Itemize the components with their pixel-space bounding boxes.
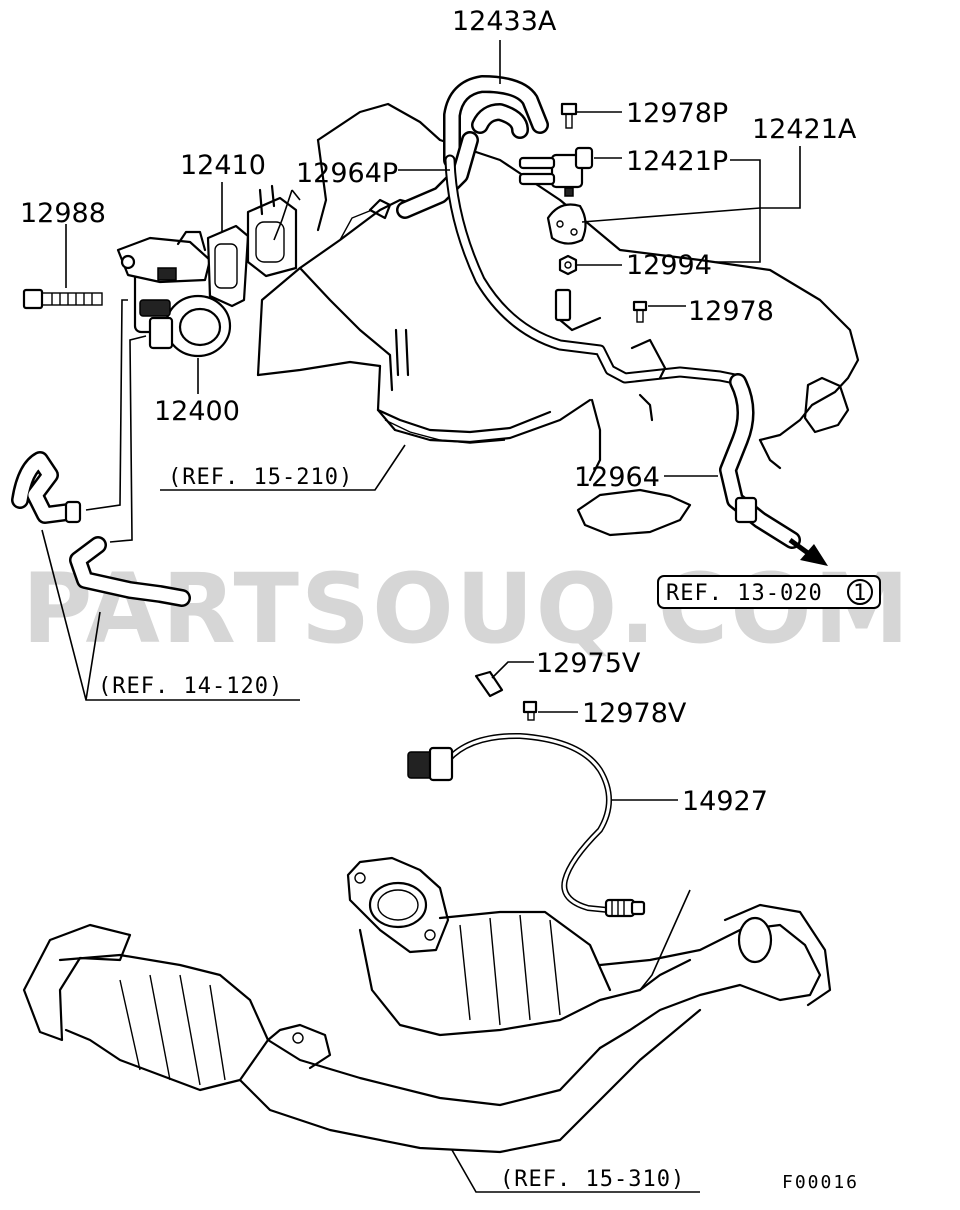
part-label-12975V[interactable]: 12975V	[536, 648, 641, 679]
bolt-12978[interactable]	[632, 300, 648, 323]
hose-12964P[interactable]	[396, 131, 479, 219]
part-label-12421A[interactable]: 12421A	[752, 114, 857, 145]
solenoid-valve-12421P[interactable]	[518, 146, 594, 197]
intake-manifold-outline	[256, 102, 860, 537]
part-label-12988[interactable]: 12988	[20, 198, 106, 229]
clip-12975V[interactable]	[474, 670, 504, 698]
bolt-12978P[interactable]	[560, 102, 578, 129]
bolt-12978V[interactable]	[522, 700, 538, 721]
bracket-12421[interactable]	[546, 203, 587, 245]
throttle-body-assembly[interactable]	[116, 230, 232, 358]
vacuum-nipple	[368, 198, 410, 377]
arrow-to-ref-13-020	[788, 537, 828, 566]
vacuum-line-clip	[554, 288, 667, 422]
hose-12433A[interactable]	[443, 75, 549, 169]
part-label-14927[interactable]: 14927	[682, 786, 768, 817]
hose-12964[interactable]	[719, 373, 801, 549]
ref-box-13-020[interactable]: REF. 13-020 1	[657, 575, 881, 609]
part-label-12964P[interactable]: 12964P	[296, 158, 398, 189]
bolt-12988[interactable]	[22, 288, 103, 310]
part-label-12410[interactable]: 12410	[180, 150, 266, 181]
ref-label-14-120[interactable]: (REF. 14-120)	[98, 674, 283, 699]
part-label-12978P[interactable]: 12978P	[626, 98, 728, 129]
nut-12994[interactable]	[558, 254, 578, 276]
figure-code: F00016	[782, 1172, 859, 1193]
ref-label-15-210[interactable]: (REF. 15-210)	[168, 465, 353, 490]
ref-label-13-020: REF. 13-020	[666, 581, 823, 606]
part-label-12978[interactable]: 12978	[688, 296, 774, 327]
ref-label-15-310[interactable]: (REF. 15-310)	[500, 1167, 685, 1192]
part-label-12994[interactable]: 12994	[626, 250, 712, 281]
throttle-body-gasket[interactable]	[206, 224, 250, 308]
ref-index-number: 1	[853, 581, 867, 606]
part-label-12433A[interactable]: 12433A	[452, 6, 557, 37]
intake-spacer-plate	[246, 184, 298, 278]
part-label-12978V[interactable]: 12978V	[582, 698, 687, 729]
coolant-hoses-ref-14-120	[11, 299, 191, 607]
leader-lines	[41, 40, 801, 1193]
part-label-12964[interactable]: 12964	[574, 462, 660, 493]
part-label-12400[interactable]: 12400	[154, 396, 240, 427]
exhaust-front-pipe-and-catalysts	[22, 856, 832, 1154]
oxygen-sensor-14927[interactable]	[407, 732, 646, 918]
part-label-12421P[interactable]: 12421P	[626, 146, 728, 177]
vacuum-line	[444, 154, 746, 386]
